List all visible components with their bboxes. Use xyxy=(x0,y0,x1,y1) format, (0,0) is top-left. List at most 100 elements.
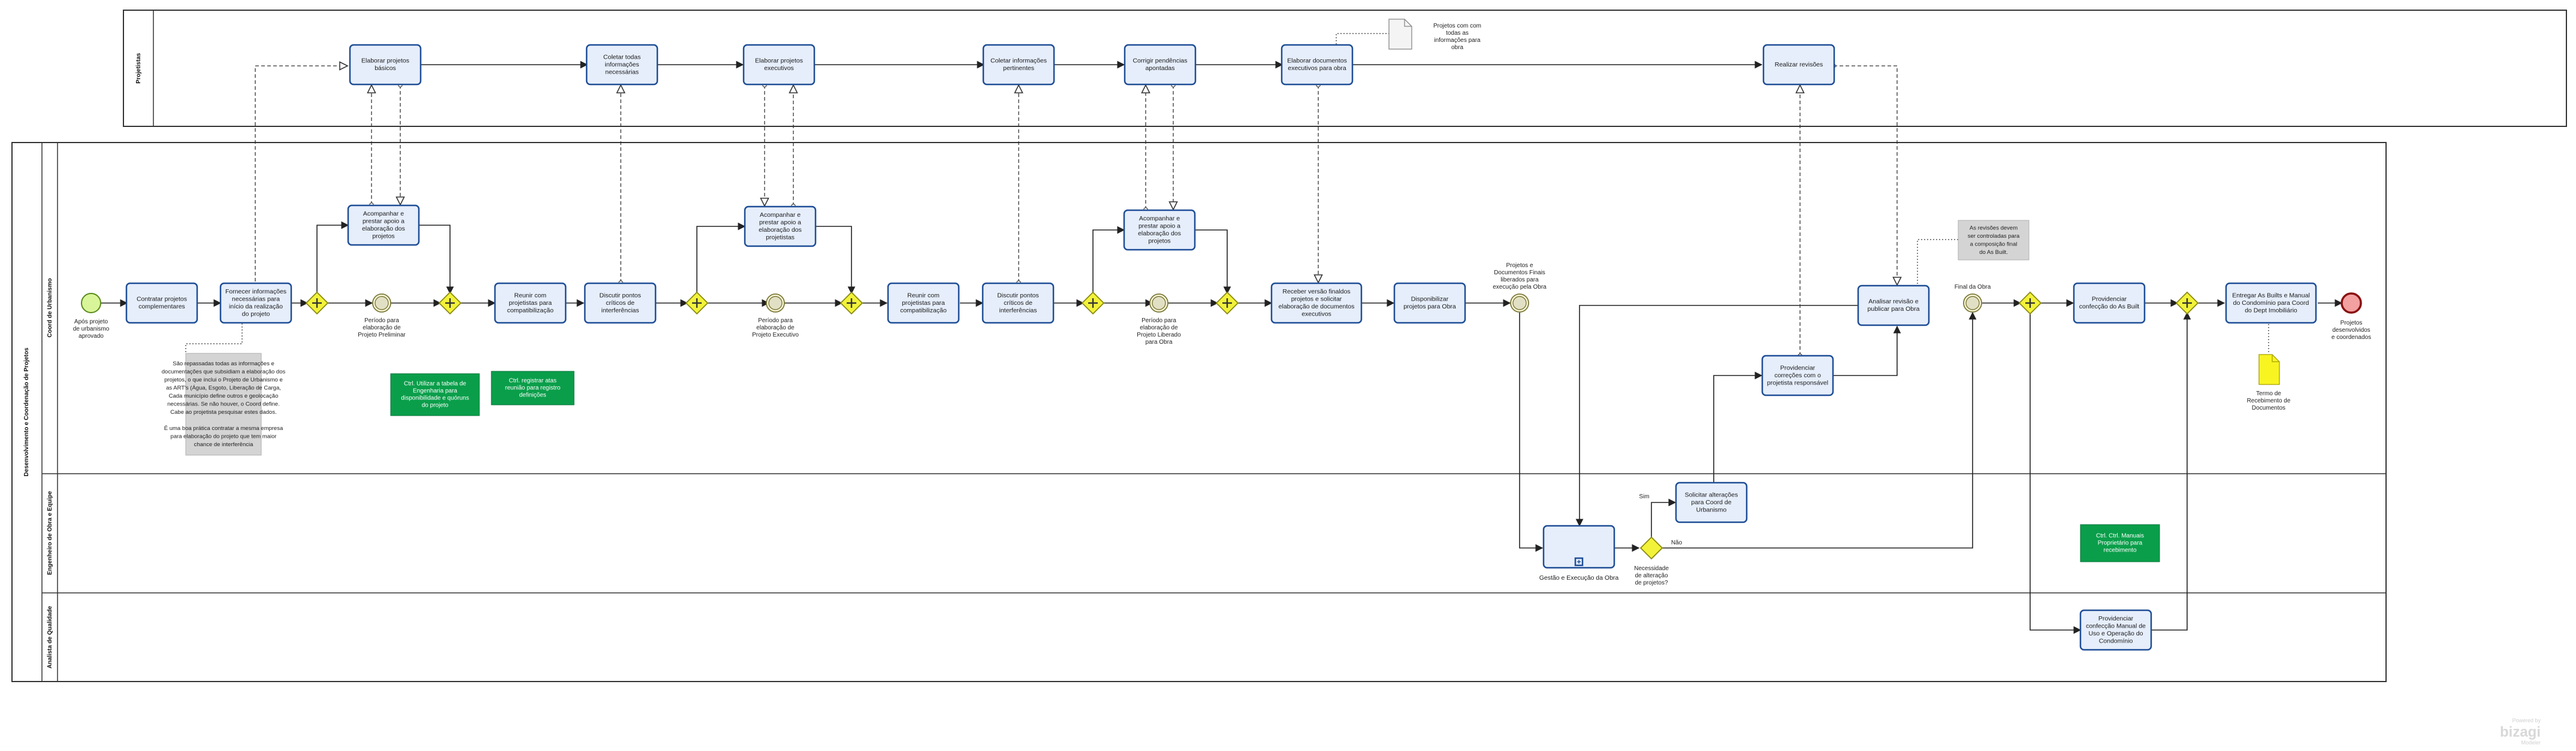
intermediate-event-ie2-label-3: Projeto Executivo xyxy=(752,332,799,338)
gateway-label-1: Necessidade xyxy=(1634,565,1669,572)
doc-termo-label-3: Documentos xyxy=(2252,405,2285,411)
intermediate-event-ie5-label-1: Final da Obra xyxy=(1955,284,1991,290)
gateway-no-label: Não xyxy=(1671,540,1683,546)
associations xyxy=(185,33,2269,353)
note-grey2-line-1: As revisões devem xyxy=(1970,225,2018,231)
lane-engenheiro-label: Engenheiro de Obra e Equipe xyxy=(47,491,53,575)
task-c11-label-line-2: projetos para Obra xyxy=(1403,303,1456,310)
parallel-gateway-3 xyxy=(685,291,709,315)
task-c10-label-line-3: elaboração de documentos xyxy=(1279,303,1355,310)
task-c2-label-line-3: início da realização xyxy=(229,303,283,310)
intermediate-event-ie2-label-1: Período para xyxy=(758,317,793,324)
note-grey1-line-5: Cada município define outros e geolocaçã… xyxy=(169,393,279,399)
note-green2-line-1: Ctrl. registrar atas xyxy=(509,378,556,384)
intermediate-event-ie1-label-2: elaboração de xyxy=(363,325,401,331)
task-c1-label-line-2: complementares xyxy=(138,303,185,310)
note-green3-line-3: recebimento xyxy=(2103,547,2136,554)
task-c6-label-line-2: prestar apoio a xyxy=(759,219,801,226)
end-event-label-1: Projetos xyxy=(2341,320,2363,326)
note-grey2-line-3: a composição final xyxy=(1970,241,2018,247)
intermediate-event-ie4-label-3: liberados para xyxy=(1500,277,1539,283)
watermark-small: Powered by xyxy=(2512,717,2541,723)
task-q1-label-line-2: confecção Manual de xyxy=(2086,623,2146,630)
doc-projetos-label-1: Projetos com com xyxy=(1433,23,1481,29)
task-p6-label-line-1: Elaborar documentos xyxy=(1287,57,1347,65)
start-event-label-3: aprovado xyxy=(78,333,104,340)
task-c12-label-line-2: correções com o xyxy=(1774,372,1821,379)
parallel-gateway-2 xyxy=(438,291,462,315)
doc-termo-label-2: Recebimento de xyxy=(2247,398,2291,404)
subprocess-gestao-obra[interactable]: Gestão e Execução da Obra xyxy=(1539,525,1619,582)
gateway-label-3: de projetos? xyxy=(1635,580,1668,586)
pool-projetistas-label: Projetistas xyxy=(135,53,142,84)
exclusive-gateway: Necessidade de alteração de projetos? Si… xyxy=(1634,493,1683,586)
task-c2-label-line-2: necessárias para xyxy=(232,296,280,303)
task-c9-label-line-4: projetos xyxy=(1148,238,1170,245)
task-c12-label-line-3: projetista responsável xyxy=(1767,379,1828,386)
task-c8-label-line-3: interferências xyxy=(999,307,1037,314)
note-green1-line-3: disponibilidade e quóruns xyxy=(401,395,469,402)
task-c6-label-line-4: projetistas xyxy=(766,234,795,241)
task-c1-label-line-1: Contratar projetos xyxy=(137,296,187,303)
watermark-sub: Modeler xyxy=(2521,740,2541,746)
start-event-label-2: de urbanismo xyxy=(73,326,110,332)
parallel-gateway-1 xyxy=(305,291,329,315)
start-event-label-1: Após projeto xyxy=(74,319,108,325)
task-c9-label-line-1: Acompanhar e xyxy=(1139,215,1180,222)
end-event-label-2: desenvolvidos xyxy=(2332,327,2370,334)
note-grey1-line-9: É uma boa prática contratar a mesma empr… xyxy=(164,425,283,432)
note-green2-line-2: reunião para registro xyxy=(505,385,561,392)
note-green3-line-2: Proprietário para xyxy=(2098,540,2143,547)
lane-qualidade-label: Analista de Qualidade xyxy=(47,605,53,668)
note-green1-line-4: do projeto xyxy=(422,402,449,409)
intermediate-event-ie1-label-3: Projeto Preliminar xyxy=(358,332,406,338)
note-grey1-line-6: necessárias. Se não houver, o Coord defi… xyxy=(167,401,279,408)
task-p5-label-line-1: Corrigir pendências xyxy=(1133,57,1187,65)
note-grey1-line-3: projetos, o que inclui o Projeto de Urba… xyxy=(164,377,283,383)
task-p5-label-line-2: apontadas xyxy=(1145,65,1174,72)
task-c13-label-line-2: publicar para Obra xyxy=(1868,305,1920,313)
task-c8-label-line-2: críticos de xyxy=(1004,299,1032,307)
task-c9-label-line-3: elaboração dos xyxy=(1138,230,1181,237)
task-c7-label-line-1: Reunir com xyxy=(907,292,940,299)
task-p2-label-line-3: necessárias xyxy=(605,68,639,75)
gateway-yes-label: Sim xyxy=(1639,493,1649,500)
doc-projetos-obra: Projetos com com todas as informações pa… xyxy=(1388,19,1481,51)
task-c15-label-line-1: Entregar As Builts e Manual xyxy=(2232,292,2310,299)
doc-projetos-label-2: todas as xyxy=(1446,30,1469,37)
note-green1-line-2: Engenharia para xyxy=(413,388,457,395)
doc-termo-recebimento: Termo de Recebimento de Documentos xyxy=(2247,354,2291,411)
task-p3-label-line-1: Elaborar projetos xyxy=(755,57,803,65)
intermediate-event-ie3-label-3: Projeto Liberado xyxy=(1137,332,1181,338)
task-c9-label-line-2: prestar apoio a xyxy=(1138,223,1180,230)
task-p2-label-line-1: Coletar todas xyxy=(603,53,641,60)
task-p7[interactable]: Realizar revisões xyxy=(1762,44,1835,86)
gateway-layer xyxy=(305,291,2199,315)
